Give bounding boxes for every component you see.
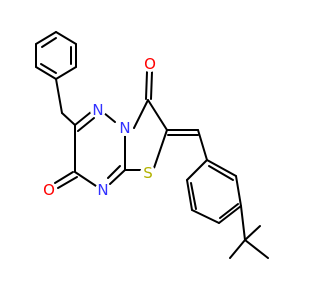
bond [107,165,121,179]
bond [41,37,57,48]
bond [57,176,78,189]
bond [55,66,77,80]
bond [54,171,74,184]
atom-label-n: N [92,101,103,119]
structure-canvas: N N N O O S [35,31,269,259]
bond [229,239,246,259]
atom-label-layer: N N N O O S [41,55,158,199]
oxygen-atom-top: O [142,55,158,73]
atom-label-o: O [43,181,55,199]
bond [191,209,220,224]
atom-label-o: O [144,55,156,73]
bond [186,179,193,211]
bond [206,159,237,177]
bond [208,165,234,181]
bond [61,112,76,126]
nitrogen-atom-bridge: N [117,119,133,137]
bond [103,112,116,123]
bond [186,159,208,181]
bond [77,117,95,132]
bond [244,239,269,259]
bond [244,225,261,241]
molecule-structure: N N N O O S [35,31,269,259]
bond [197,129,208,161]
bond [74,111,92,126]
oxygen-atom-left: O [41,181,57,199]
bond [147,99,168,131]
sulfur-atom: S [140,164,156,182]
bond [35,31,57,45]
bond-layer [35,31,269,259]
atom-label-s: S [143,164,153,182]
bond [150,71,153,100]
bond [153,129,168,169]
bond [40,63,57,74]
bond [240,205,246,241]
bond [74,171,97,187]
bond [35,66,57,80]
bond [219,203,239,219]
bond [55,78,63,114]
bond [145,71,148,100]
nitrogen-atom-upper: N [90,101,106,119]
atom-label-n: N [119,119,130,137]
bond [218,205,242,224]
bond [235,175,242,207]
bond [55,31,77,45]
bond [133,99,149,129]
nitrogen-atom-lower: N [95,181,111,199]
atom-label-n: N [97,181,108,199]
bond [109,169,126,185]
bond [190,182,197,210]
